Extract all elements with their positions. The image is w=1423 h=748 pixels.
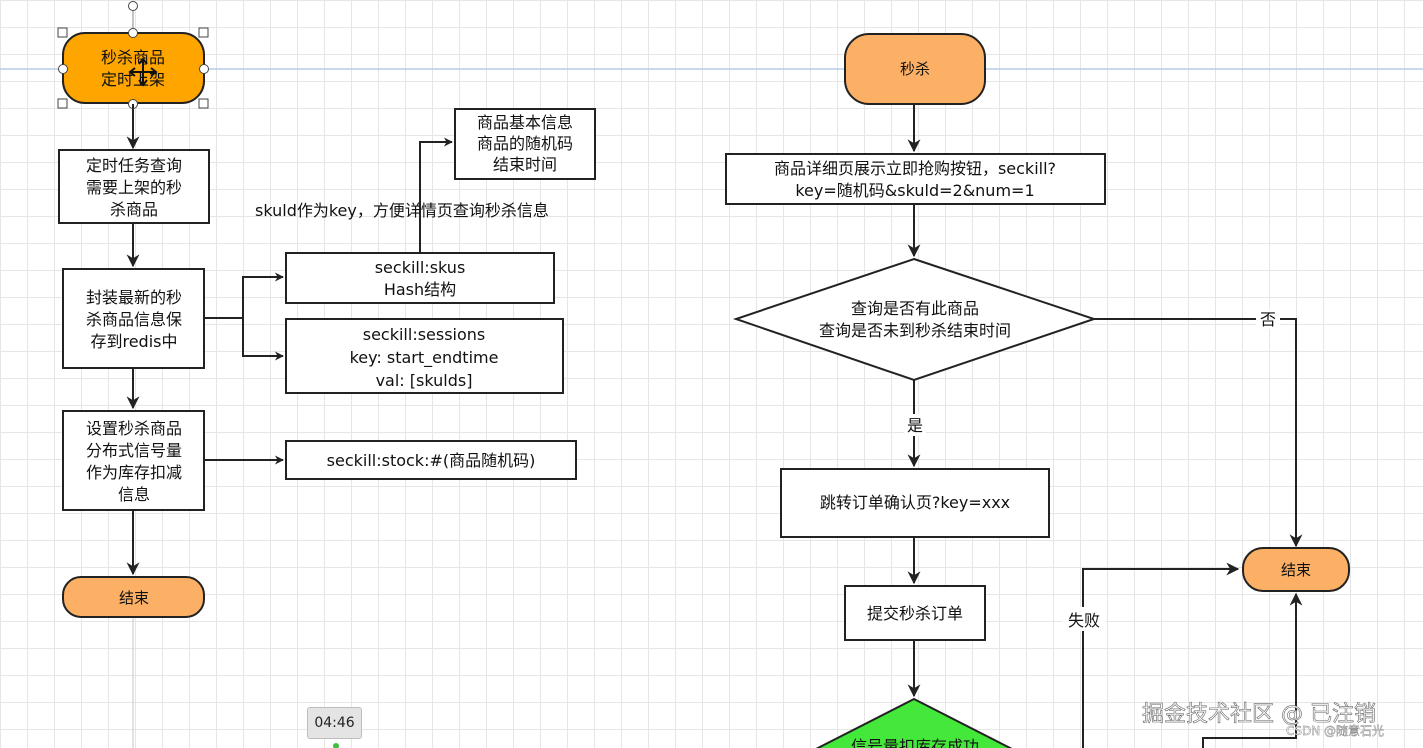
left-step1-line3: 杀商品 [110, 200, 158, 219]
sessions-line1: seckill:sessions [363, 325, 486, 344]
confirm-label: 跳转订单确认页?key=xxx [820, 493, 1010, 512]
right-end-terminal[interactable]: 结束 [1242, 547, 1350, 592]
decision-line2: 查询是否未到秒杀结束时间 [819, 321, 1011, 340]
detail-box[interactable]: 商品详细页展示立即抢购按钮，seckill? key=随机码&skuld=2&n… [725, 153, 1106, 205]
sessions-line3: val: [skulds] [376, 371, 473, 390]
arrow-step2-to-skus [204, 272, 284, 319]
move-cursor-icon [128, 57, 158, 87]
left-step1-line1: 定时任务查询 [86, 156, 182, 175]
skus-line1: seckill:skus [375, 258, 466, 277]
submit-box[interactable]: 提交秒杀订单 [844, 585, 986, 641]
left-start-line2: 定时上架 [101, 70, 165, 89]
watermark-text: 掘金技术社区 @ 已注销 [1142, 702, 1376, 727]
yes-label-bg [904, 414, 926, 436]
sessions-line2: key: start_endtime [350, 348, 499, 368]
decision-line1: 查询是否有此商品 [851, 299, 979, 318]
video-timer: 04:46 [307, 707, 362, 739]
left-step1-box[interactable]: 定时任务查询 需要上架的秒 杀商品 [58, 149, 210, 224]
stock-label: seckill:stock:#(商品随机码) [327, 451, 536, 470]
submit-label: 提交秒杀订单 [867, 604, 963, 623]
left-step3-line2: 分布式信号量 [86, 441, 182, 460]
left-step3-line3: 作为库存扣减 [86, 463, 182, 482]
right-end-label: 结束 [1281, 561, 1311, 579]
info-line1: 商品基本信息 [477, 113, 573, 132]
fail-label: 失败 [1068, 611, 1100, 630]
right-start-label: 秒杀 [900, 60, 930, 78]
left-step2-line3: 存到redis中 [90, 332, 177, 351]
left-end-terminal[interactable]: 结束 [62, 576, 205, 618]
green-dot-icon [333, 743, 339, 748]
skus-box[interactable]: seckill:skus Hash结构 [285, 252, 555, 304]
left-end-label: 结束 [119, 589, 149, 607]
arrow-step2-to-sessions [242, 318, 284, 361]
arrow-decision-no-to-end [1094, 318, 1303, 548]
sessions-box[interactable]: seckill:sessions key: start_endtime val:… [285, 318, 564, 394]
left-start-line1: 秒杀商品 [101, 48, 165, 67]
semaphore-diamond[interactable]: 信号量扣库存成功 [814, 697, 1014, 748]
skus-line2: Hash结构 [384, 280, 456, 299]
left-step3-line1: 设置秒杀商品 [86, 419, 182, 438]
left-step3-box[interactable]: 设置秒杀商品 分布式信号量 作为库存扣减 信息 [62, 410, 205, 511]
info-box[interactable]: 商品基本信息 商品的随机码 结束时间 [454, 108, 596, 180]
csdn-watermark: CSDN @随意石光 [1286, 723, 1384, 738]
arrow-success-to-end [1202, 592, 1303, 748]
info-line2: 商品的随机码 [477, 134, 573, 153]
no-label: 否 [1260, 310, 1276, 329]
confirm-box[interactable]: 跳转订单确认页?key=xxx [780, 468, 1050, 538]
selection-handles[interactable] [57, 1, 209, 109]
decision-diamond[interactable]: 查询是否有此商品 查询是否未到秒杀结束时间 [732, 257, 1098, 382]
left-step1-line2: 需要上架的秒 [86, 178, 182, 197]
stock-box[interactable]: seckill:stock:#(商品随机码) [285, 440, 577, 480]
left-step3-line4: 信息 [118, 485, 150, 504]
arrow-fail-to-end [1082, 562, 1240, 748]
no-label-bg [1256, 309, 1280, 329]
right-start-terminal[interactable]: 秒杀 [844, 33, 986, 105]
left-step2-line1: 封装最新的秒 [86, 288, 182, 307]
left-step2-line2: 杀商品信息保 [86, 310, 182, 329]
arrow-skus-to-info [419, 137, 453, 253]
left-step2-box[interactable]: 封装最新的秒 杀商品信息保 存到redis中 [62, 268, 205, 369]
semaphore-label: 信号量扣库存成功 [851, 737, 979, 748]
skuid-note: skuld作为key，方便详情页查询秒杀信息 [255, 201, 549, 220]
detail-line1: 商品详细页展示立即抢购按钮，seckill? [774, 159, 1056, 178]
detail-line2: key=随机码&skuld=2&num=1 [795, 181, 1034, 200]
yes-label: 是 [907, 416, 923, 435]
fail-label-bg [1062, 607, 1106, 631]
info-line3: 结束时间 [493, 155, 557, 174]
